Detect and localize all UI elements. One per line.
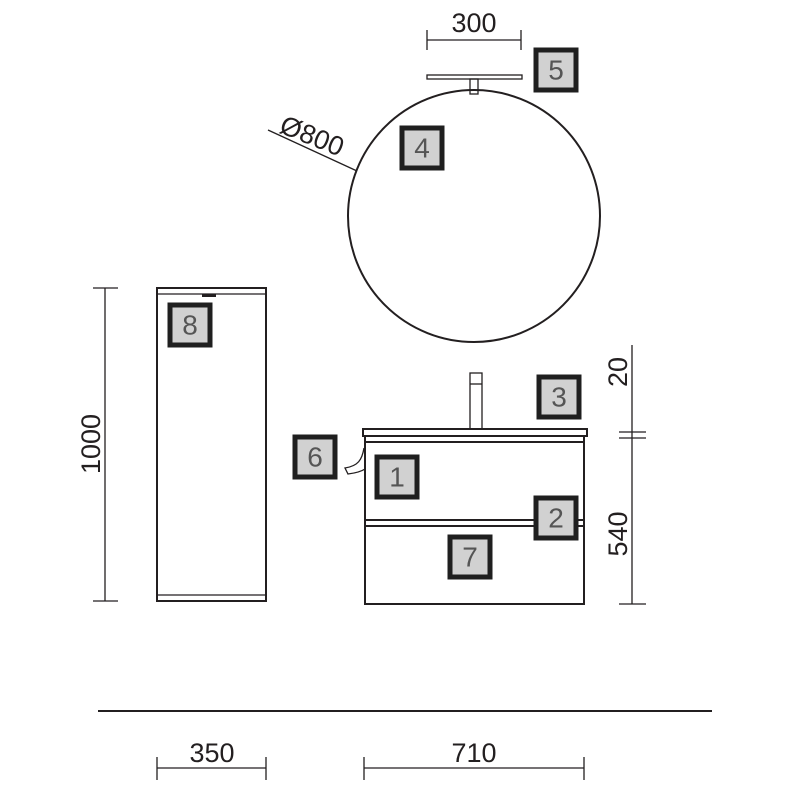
svg-text:3: 3 [551, 382, 567, 413]
mirror-diameter-dimension: Ø800 [267, 110, 358, 172]
vanity-width-dimension: 710 [363, 738, 585, 780]
badge-5: 5 [533, 47, 579, 93]
svg-text:4: 4 [414, 133, 430, 164]
round-mirror [347, 89, 601, 343]
tall-column-cabinet [156, 287, 267, 602]
lamp-width-dimension: 300 [426, 8, 522, 50]
column-height-label: 1000 [76, 414, 106, 474]
svg-text:7: 7 [462, 542, 478, 573]
badge-7: 7 [447, 534, 493, 580]
column-width-dimension: 350 [156, 738, 267, 780]
lamp [426, 74, 523, 95]
svg-text:1: 1 [389, 462, 405, 493]
svg-text:8: 8 [182, 310, 198, 341]
vanity-height-dimension: 20 540 [603, 345, 646, 605]
lamp-width-label: 300 [451, 8, 496, 38]
badge-8: 8 [167, 302, 213, 348]
svg-text:6: 6 [307, 442, 323, 473]
vanity-width-label: 710 [451, 738, 496, 768]
badge-6: 6 [292, 434, 338, 480]
vanity-height-label: 540 [603, 511, 633, 556]
svg-text:5: 5 [548, 55, 564, 86]
badge-4: 4 [399, 125, 445, 171]
mirror-diameter-label: Ø800 [276, 110, 348, 163]
top-thickness-label: 20 [603, 357, 633, 387]
badge-3: 3 [536, 374, 582, 420]
column-height-dimension: 1000 [76, 287, 118, 602]
svg-text:2: 2 [548, 503, 564, 534]
badge-2: 2 [533, 495, 579, 541]
vanity-unit [344, 372, 588, 605]
badge-1: 1 [374, 454, 420, 500]
column-width-label: 350 [189, 738, 234, 768]
